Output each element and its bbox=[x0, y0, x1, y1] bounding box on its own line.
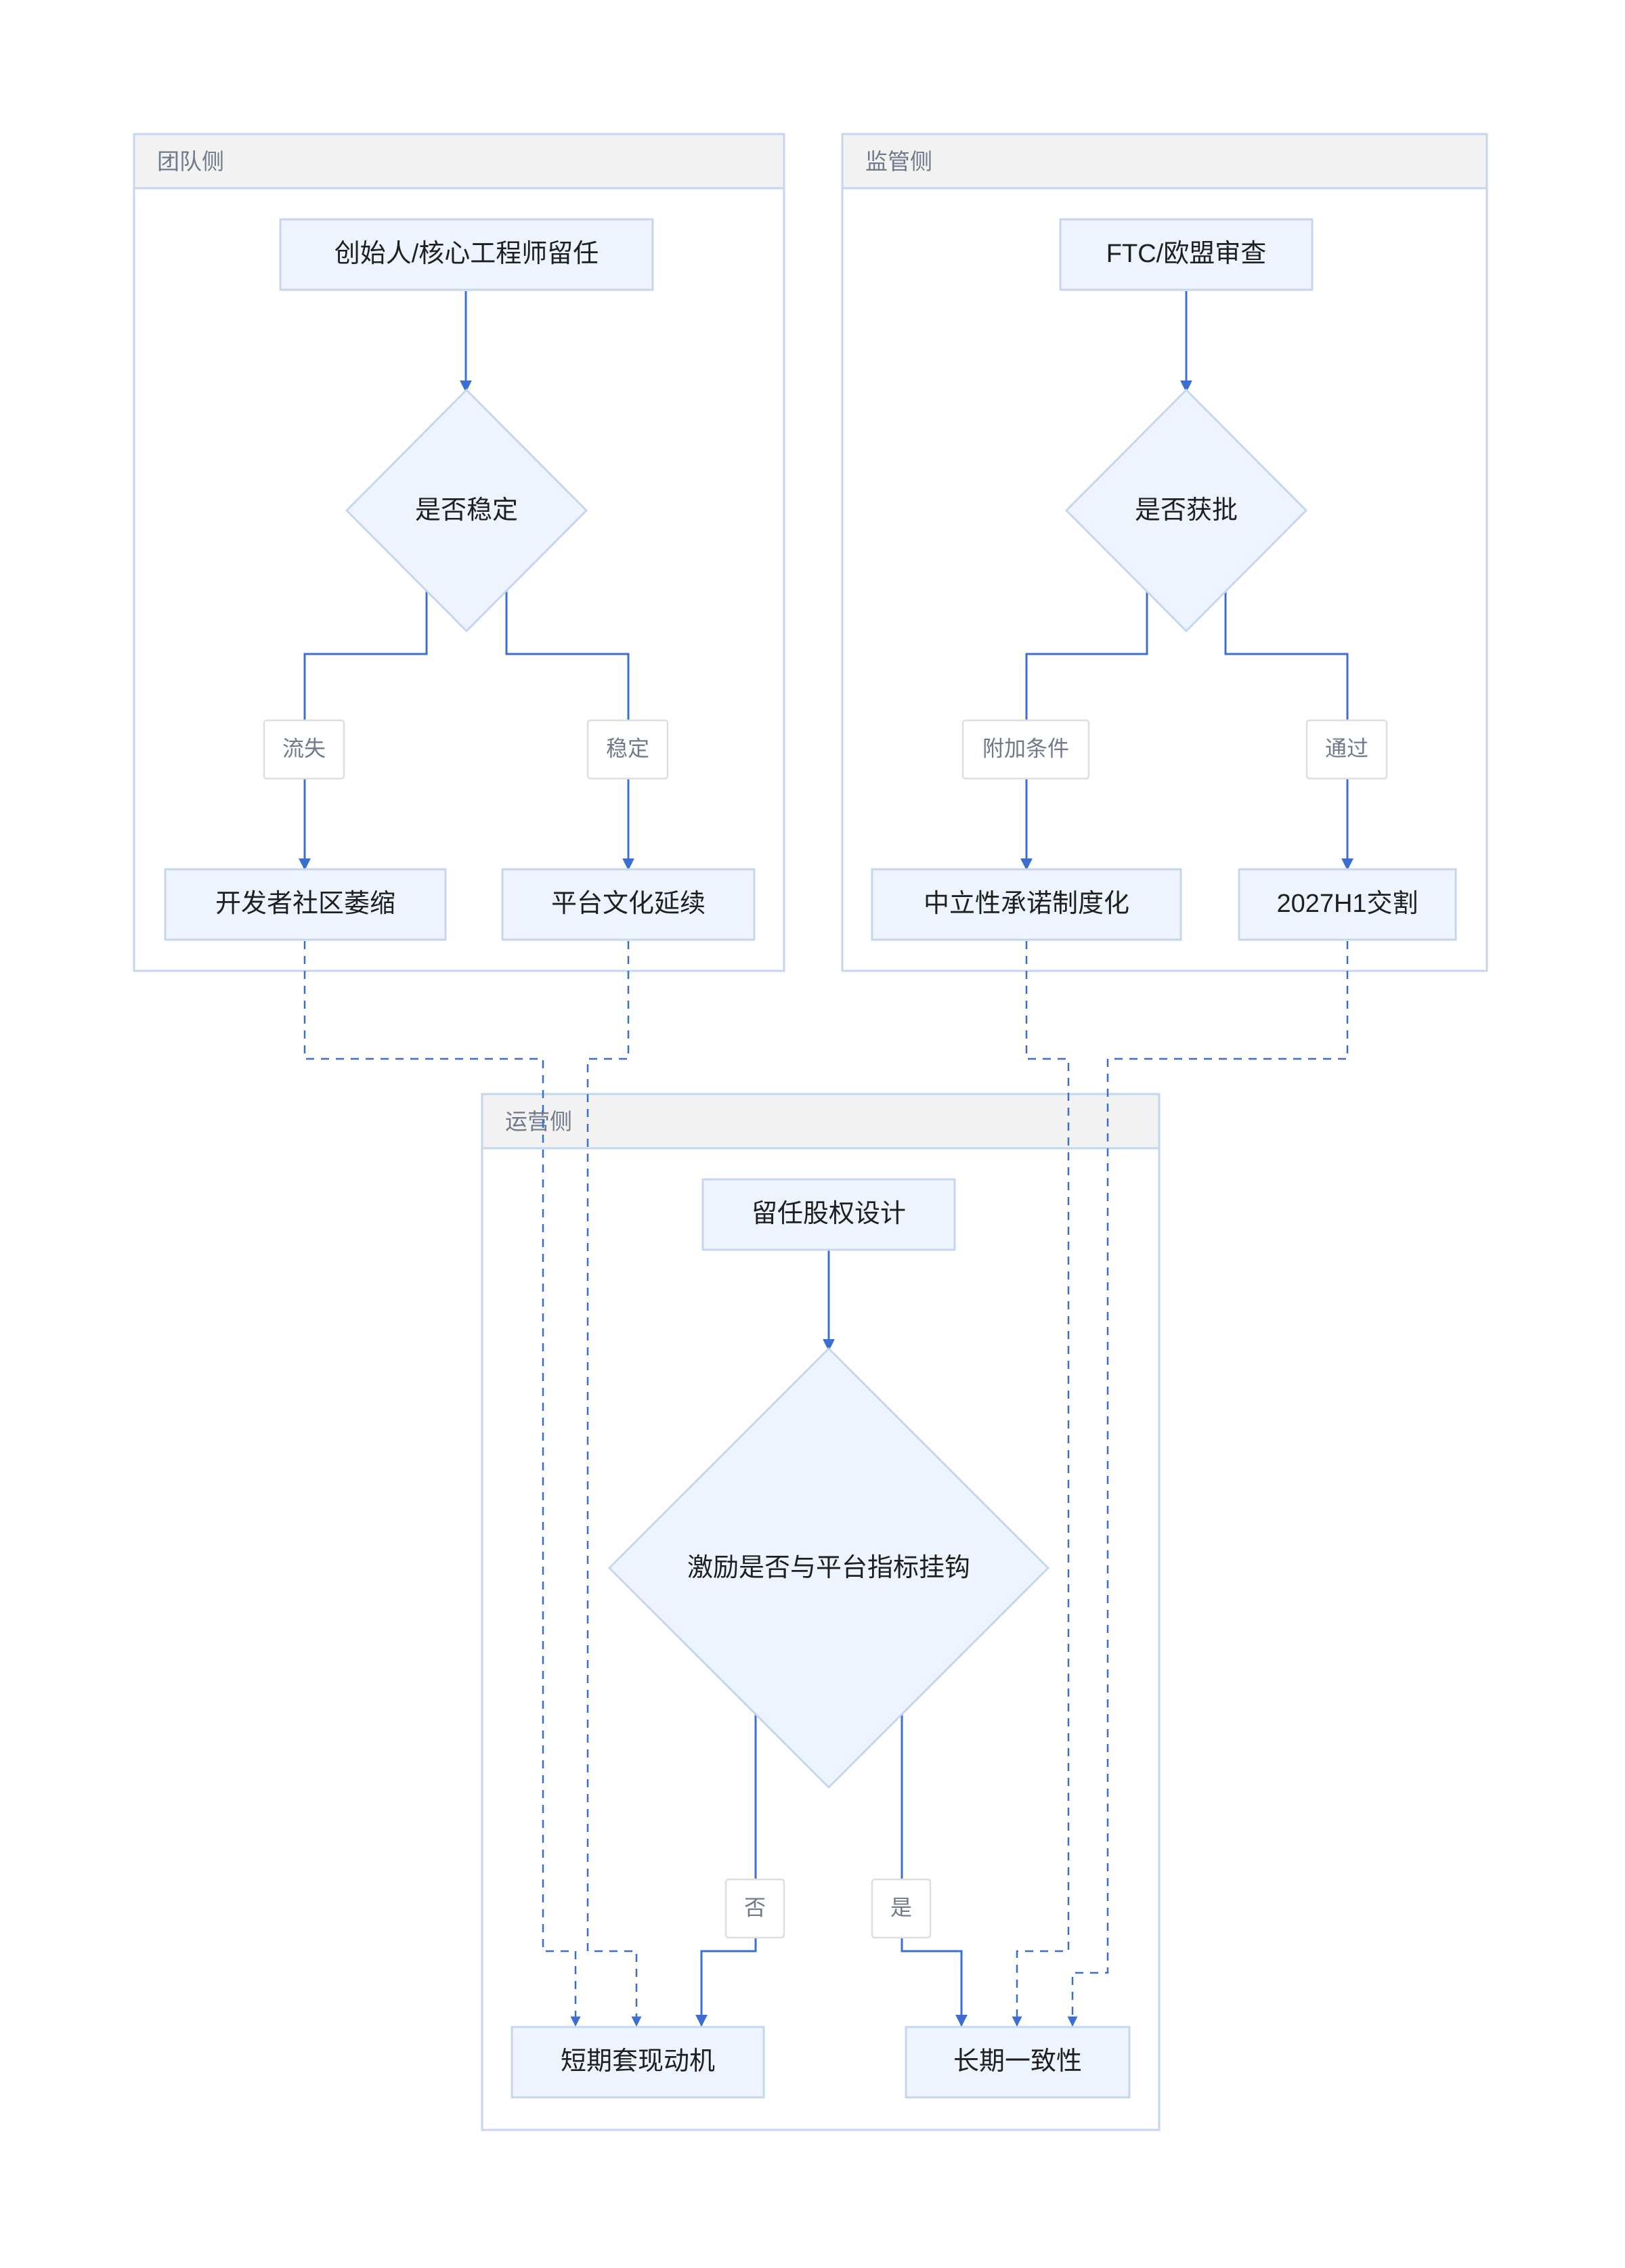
svg-text:平台文化延续: 平台文化延续 bbox=[551, 890, 706, 918]
svg-text:否: 否 bbox=[744, 1895, 766, 1919]
svg-text:流失: 流失 bbox=[282, 736, 326, 760]
edge-stable-to-stable-label bbox=[505, 590, 630, 720]
node-deal-close[interactable]: 2027H1交割 bbox=[1238, 868, 1457, 941]
edges-solid bbox=[299, 291, 1353, 2027]
node-equity-design[interactable]: 留任股权设计 bbox=[701, 1178, 956, 1251]
svg-text:开发者社区萎缩: 开发者社区萎缩 bbox=[215, 890, 395, 918]
edges-dashed bbox=[303, 941, 1349, 2027]
node-ftc-review[interactable]: FTC/欧盟审查 bbox=[1059, 218, 1314, 291]
lane-regulatory-title: 监管侧 bbox=[865, 149, 932, 174]
svg-text:附加条件: 附加条件 bbox=[982, 736, 1069, 760]
svg-text:短期套现动机: 短期套现动机 bbox=[561, 2047, 715, 2076]
edge-yes-to-long-term bbox=[901, 1938, 968, 2027]
edge-label-pass: 通过 bbox=[1305, 719, 1388, 780]
lane-operations-title: 运营侧 bbox=[505, 1109, 572, 1134]
edge-no-to-short-term bbox=[695, 1938, 757, 2027]
svg-text:激励是否与平台指标挂钩: 激励是否与平台指标挂钩 bbox=[687, 1554, 970, 1582]
node-founder-retention[interactable]: 创始人/核心工程师留任 bbox=[279, 218, 654, 291]
node-community-shrink[interactable]: 开发者社区萎缩 bbox=[164, 868, 447, 941]
edge-label-churn: 流失 bbox=[263, 719, 345, 780]
svg-text:通过: 通过 bbox=[1325, 736, 1368, 760]
node-culture-continue[interactable]: 平台文化延续 bbox=[501, 868, 756, 941]
decision-is-stable[interactable]: 是否稳定 bbox=[345, 388, 588, 633]
decision-is-approved[interactable]: 是否获批 bbox=[1064, 388, 1308, 633]
svg-text:是否稳定: 是否稳定 bbox=[415, 496, 518, 525]
svg-text:中立性承诺制度化: 中立性承诺制度化 bbox=[924, 890, 1129, 918]
svg-text:2027H1交割: 2027H1交割 bbox=[1276, 890, 1418, 918]
edge-approved-to-pass-label bbox=[1224, 590, 1349, 720]
edge-label-yes: 是 bbox=[871, 1878, 932, 1939]
lane-team-title: 团队侧 bbox=[157, 149, 224, 174]
svg-text:留任股权设计: 留任股权设计 bbox=[752, 1200, 906, 1228]
decision-incentive-linked[interactable]: 激励是否与平台指标挂钩 bbox=[607, 1347, 1050, 1789]
edge-label-conditions: 附加条件 bbox=[961, 719, 1090, 780]
svg-text:是否获批: 是否获批 bbox=[1135, 496, 1238, 525]
svg-text:FTC/欧盟审查: FTC/欧盟审查 bbox=[1106, 240, 1266, 268]
edge-stable-to-churn-label bbox=[303, 590, 428, 720]
node-long-term[interactable]: 长期一致性 bbox=[905, 2026, 1131, 2099]
svg-text:长期一致性: 长期一致性 bbox=[953, 2047, 1082, 2076]
edge-close-to-long-term bbox=[1067, 941, 1349, 2027]
svg-text:是: 是 bbox=[890, 1895, 912, 1919]
edge-label-stable: 稳定 bbox=[586, 719, 669, 780]
node-short-term[interactable]: 短期套现动机 bbox=[511, 2026, 765, 2099]
edge-approved-to-conditions-label bbox=[1025, 590, 1148, 720]
svg-text:创始人/核心工程师留任: 创始人/核心工程师留任 bbox=[334, 240, 599, 268]
svg-text:稳定: 稳定 bbox=[606, 736, 649, 760]
node-neutrality-commit[interactable]: 中立性承诺制度化 bbox=[871, 868, 1182, 941]
edge-label-no: 否 bbox=[724, 1878, 785, 1939]
